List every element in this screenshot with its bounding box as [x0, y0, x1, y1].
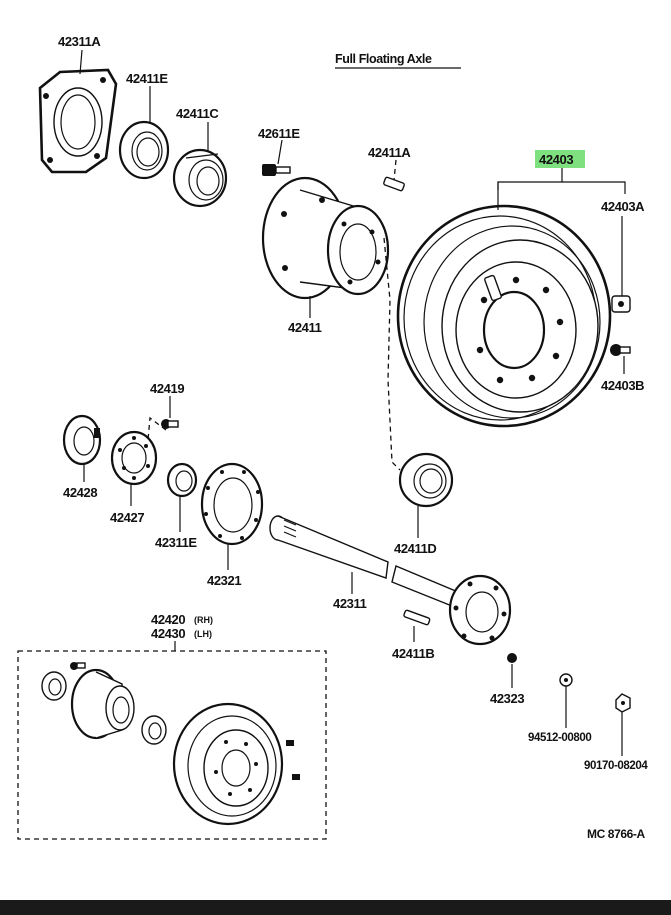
label-42411A: 42411A [368, 145, 411, 160]
hub-nut-42323[interactable] [507, 653, 517, 663]
label-42611E: 42611E [258, 126, 300, 141]
axle-shaft-42311[interactable] [269, 515, 512, 646]
label-42411C: 42411C [176, 106, 219, 121]
label-42427: 42427 [110, 510, 144, 525]
screw-42403B[interactable] [610, 344, 631, 356]
assembly-parts[interactable] [41, 662, 300, 826]
label-42403B: 42403B [601, 378, 644, 393]
label-42428: 42428 [63, 485, 97, 500]
retainer-plate-42311A[interactable] [38, 68, 118, 174]
label-42321: 42321 [207, 573, 241, 588]
brake-drum-42403[interactable] [396, 204, 612, 428]
lock-nut-42427[interactable] [110, 430, 158, 486]
lock-washer-42428[interactable] [62, 414, 102, 466]
inner-seal-42311E[interactable] [166, 462, 198, 498]
oil-seal-42411E[interactable] [118, 120, 170, 180]
figure-code: MC 8766-A [587, 827, 645, 841]
washer-94512-00800[interactable] [559, 673, 573, 687]
label-42411D: 42411D [394, 541, 436, 556]
gasket-42321[interactable] [200, 462, 264, 546]
label-42430-lh: (LH) [194, 629, 212, 639]
label-42403[interactable]: 42403 [539, 152, 574, 167]
label-42311A: 42311A [58, 34, 101, 49]
label-42323: 42323 [490, 691, 524, 706]
label-42311: 42311 [333, 596, 367, 611]
label-42420-rh: (RH) [194, 615, 213, 625]
label-42430: 42430 [151, 626, 185, 641]
label-42411B: 42411B [392, 646, 434, 661]
label-94512-00800: 94512-00800 [528, 732, 591, 744]
assembly-box [17, 650, 327, 840]
stud-42411A[interactable] [383, 176, 405, 192]
bottom-bar [0, 900, 671, 915]
diagram-title: Full Floating Axle [335, 52, 432, 66]
oil-seal-42411D[interactable] [398, 452, 454, 508]
bearing-42411C[interactable] [172, 148, 228, 208]
label-42411E: 42411E [126, 71, 168, 86]
stud-42411B[interactable] [403, 609, 431, 626]
highlight-42403 [535, 150, 585, 168]
bolt-42419[interactable] [161, 419, 179, 429]
label-42420: 42420 [151, 612, 185, 627]
axle-hub-42411[interactable] [261, 176, 390, 300]
label-42419: 42419 [150, 381, 184, 396]
hub-bolt-42611E[interactable] [262, 164, 291, 176]
label-90170-08204: 90170-08204 [584, 760, 648, 772]
label-42411: 42411 [288, 320, 322, 335]
label-42403A: 42403A [601, 199, 645, 214]
nut-90170-08204[interactable] [615, 693, 631, 713]
clip-42403A[interactable] [611, 295, 631, 313]
label-42311E: 42311E [155, 535, 197, 550]
